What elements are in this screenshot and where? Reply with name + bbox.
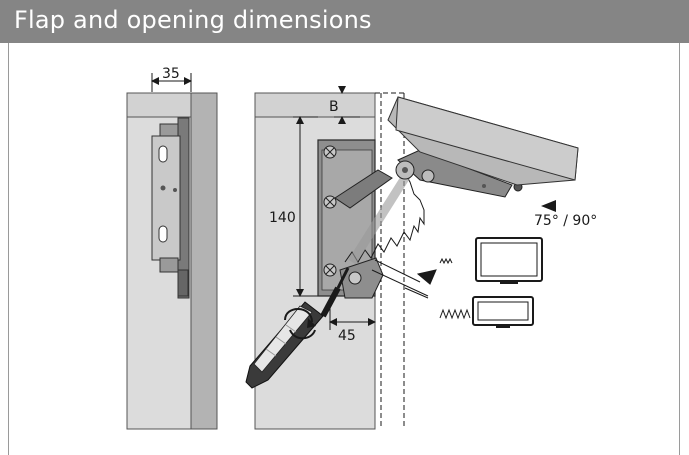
dimension-140: 140 (269, 116, 318, 297)
large-monitor-icon (475, 237, 543, 284)
right-cabinet-view: B 140 45 (245, 86, 597, 430)
spring (344, 167, 425, 265)
left-cabinet-view: 35 (126, 66, 218, 430)
spring-direction-lines (371, 259, 437, 299)
dimension-45-label: 45 (338, 328, 356, 344)
content-frame (8, 43, 680, 455)
page-title: Flap and opening dimensions (14, 6, 372, 34)
flap-closed-outline (375, 92, 405, 429)
flap-open-face (395, 96, 579, 181)
large-spring-icon (439, 308, 471, 320)
dimension-35-label: 35 (162, 66, 180, 82)
small-spring-icon (439, 257, 453, 265)
dimension-b: B (329, 86, 360, 124)
lift-mechanism (317, 139, 523, 299)
right-top-panel (254, 92, 376, 118)
opening-angle: 75° / 90° (534, 200, 597, 229)
left-side-panel-edge (190, 92, 218, 430)
small-monitor-icon (472, 296, 534, 328)
dimension-45: 45 (329, 300, 376, 344)
dimension-b-label: B (329, 99, 339, 115)
dimension-35: 35 (151, 66, 192, 92)
angle-label: 75° / 90° (534, 213, 597, 229)
dimension-140-label: 140 (269, 210, 296, 226)
title-bar: Flap and opening dimensions (0, 0, 689, 43)
left-mounting-plate (151, 117, 190, 299)
rotate-arrow-icon (284, 308, 316, 340)
screwdriver-icon (245, 267, 350, 389)
